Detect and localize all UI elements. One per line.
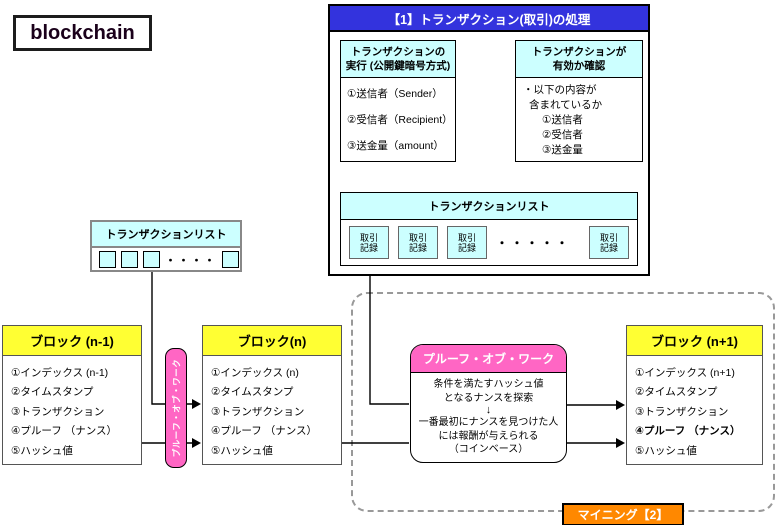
exec-item-sender: ①送信者（Sender） bbox=[347, 88, 443, 100]
transaction-list-records: 取引 記録 取引 記録 取引 記録 ・・・・・ 取引 記録 bbox=[341, 220, 637, 265]
block-item-index: ①インデックス (n+1) bbox=[635, 367, 735, 379]
pending-list-header: トランザクションリスト bbox=[92, 222, 240, 248]
transaction-list-box: トランザクションリスト 取引 記録 取引 記録 取引 記録 ・・・・・ 取引 記… bbox=[340, 192, 638, 266]
block-item-timestamp: ②タイムスタンプ bbox=[211, 386, 294, 399]
block-n-header: ブロック(n) bbox=[203, 326, 341, 356]
block-item-hash: ⑤ハッシュ値 bbox=[635, 444, 697, 457]
block-item-proof: ④プルーフ （ナンス） bbox=[211, 425, 317, 438]
page-title-label: blockchain bbox=[30, 21, 135, 44]
block-n-minus-1-header: ブロック (n-1) bbox=[3, 326, 141, 356]
validation-box-header: トランザクションが 有効か確認 bbox=[516, 41, 642, 78]
transaction-execution-box: トランザクションの 実行 (公開鍵暗号方式) ①送信者（Sender） ②受信者… bbox=[340, 40, 456, 162]
block-n-minus-1: ブロック (n-1) ①インデックス (n-1) ②タイムスタンプ ③トランザク… bbox=[2, 325, 142, 465]
transaction-validation-box: トランザクションが 有効か確認 ・以下の内容が 含まれているか ①送信者 ②受信… bbox=[515, 40, 643, 162]
transaction-square bbox=[143, 251, 160, 268]
transaction-record: 取引 記録 bbox=[589, 226, 629, 259]
proof-of-work-box-header: プルーフ・オブ・ワーク bbox=[411, 345, 566, 373]
proof-of-work-connector: プルーフ・オブ・ワーク bbox=[165, 348, 187, 468]
section1-banner: 【1】トランザクション(取引)の処理 bbox=[330, 6, 648, 32]
transaction-record: 取引 記録 bbox=[447, 226, 487, 259]
down-arrow-icon: ↓ bbox=[485, 404, 492, 416]
transaction-square bbox=[121, 251, 138, 268]
ellipsis-dots: ・・・・・ bbox=[496, 236, 572, 250]
transaction-processing-section: 【1】トランザクション(取引)の処理 トランザクションの 実行 (公開鍵暗号方式… bbox=[328, 4, 650, 276]
block-item-timestamp: ②タイムスタンプ bbox=[11, 386, 94, 399]
proof-of-work-connector-label: プルーフ・オブ・ワーク bbox=[171, 358, 181, 458]
block-item-index: ①インデックス (n-1) bbox=[11, 367, 109, 379]
proof-of-work-box-body: 条件を満たすハッシュ値 となるナンスを探索 ↓ 一番最初にナンスを見つけた人 に… bbox=[411, 373, 566, 457]
block-item-hash: ⑤ハッシュ値 bbox=[211, 444, 273, 457]
block-item-hash: ⑤ハッシュ値 bbox=[11, 444, 73, 457]
transaction-record: 取引 記録 bbox=[398, 226, 438, 259]
block-item-index: ①インデックス (n) bbox=[211, 367, 299, 379]
block-item-transaction: ③トランザクション bbox=[11, 405, 105, 418]
block-item-proof: ④プルーフ （ナンス） bbox=[11, 425, 117, 438]
proof-of-work-box: プルーフ・オブ・ワーク 条件を満たすハッシュ値 となるナンスを探索 ↓ 一番最初… bbox=[410, 344, 567, 463]
block-n-minus-1-items: ①インデックス (n-1) ②タイムスタンプ ③トランザクション ④プルーフ （… bbox=[3, 356, 141, 461]
block-n-plus-1-items: ①インデックス (n+1) ②タイムスタンプ ③トランザクション ④プルーフ （… bbox=[627, 356, 762, 461]
exec-item-recipient: ②受信者（Recipient） bbox=[347, 114, 453, 126]
ellipsis-dots: ・・・・ bbox=[165, 254, 217, 267]
block-n-items: ①インデックス (n) ②タイムスタンプ ③トランザクション ④プルーフ （ナン… bbox=[203, 356, 341, 461]
transaction-square bbox=[222, 251, 239, 268]
block-item-proof: ④プルーフ （ナンス） bbox=[635, 425, 741, 438]
block-n-plus-1: ブロック (n+1) ①インデックス (n+1) ②タイムスタンプ ③トランザク… bbox=[626, 325, 763, 465]
execution-box-items: ①送信者（Sender） ②受信者（Recipient） ③送金量（amount… bbox=[341, 78, 455, 153]
block-n-plus-1-header: ブロック (n+1) bbox=[627, 326, 762, 356]
execution-box-header: トランザクションの 実行 (公開鍵暗号方式) bbox=[341, 41, 455, 78]
block-item-transaction: ③トランザクション bbox=[211, 405, 305, 418]
transaction-list-header: トランザクションリスト bbox=[341, 193, 637, 220]
transaction-record: 取引 記録 bbox=[349, 226, 389, 259]
pending-transaction-list: トランザクションリスト ・・・・ bbox=[90, 220, 242, 272]
pending-list-items: ・・・・ bbox=[92, 248, 240, 271]
block-item-transaction: ③トランザクション bbox=[635, 405, 729, 418]
mining-label: マイニング【2】 bbox=[562, 503, 684, 525]
block-item-timestamp: ②タイムスタンプ bbox=[635, 386, 718, 399]
exec-item-amount: ③送金量（amount） bbox=[347, 140, 444, 152]
validation-box-body: ・以下の内容が 含まれているか ①送信者 ②受信者 ③送金量 bbox=[523, 84, 603, 156]
block-n: ブロック(n) ①インデックス (n) ②タイムスタンプ ③トランザクション ④… bbox=[202, 325, 342, 465]
transaction-square bbox=[99, 251, 116, 268]
page-title: blockchain bbox=[13, 15, 152, 51]
